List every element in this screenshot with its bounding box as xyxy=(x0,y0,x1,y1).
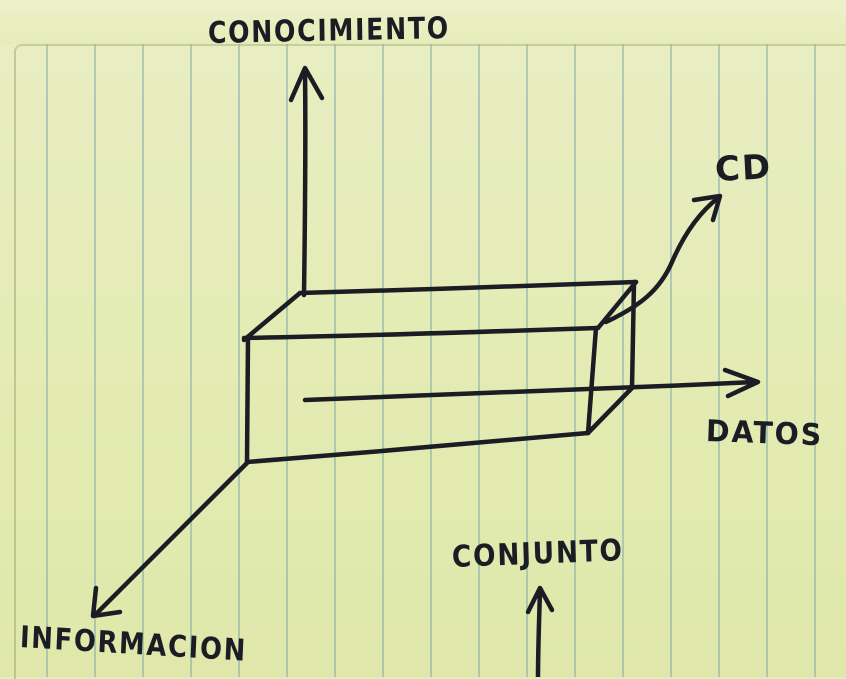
box-bottom-right-depth-edge xyxy=(585,385,635,436)
top-strip xyxy=(0,0,846,44)
box-top-left-depth-edge xyxy=(241,290,303,343)
box-back-right-edge xyxy=(629,279,637,391)
label-cd: CD xyxy=(713,147,774,190)
conjunto-arrow xyxy=(535,587,543,677)
conjunto-arrowhead xyxy=(525,585,555,615)
box-prism xyxy=(241,279,639,465)
box-front-top-edge xyxy=(241,325,601,341)
box-front-right-edge xyxy=(585,325,599,436)
axis-informacion xyxy=(92,459,251,618)
axis-conocimiento xyxy=(301,67,308,298)
label-conjunto: CONJUNTO xyxy=(451,533,625,575)
box-back-top-edge xyxy=(297,279,639,296)
label-datos: DATOS xyxy=(705,414,824,454)
axis-datos xyxy=(302,379,758,403)
arrowhead-conocimiento xyxy=(288,65,325,103)
sheet-edge xyxy=(14,44,846,679)
box-top-right-depth-edge xyxy=(595,279,639,331)
arrowhead-informacion xyxy=(90,585,123,619)
cd-pointer-arrowhead xyxy=(691,193,723,223)
arrowhead-datos xyxy=(722,367,761,399)
cd-pointer-arrow xyxy=(603,195,721,325)
label-conocimiento: CONOCIMIENTO xyxy=(207,10,451,51)
box-front-left-edge xyxy=(244,335,251,465)
box-front-bottom-edge xyxy=(244,430,591,465)
